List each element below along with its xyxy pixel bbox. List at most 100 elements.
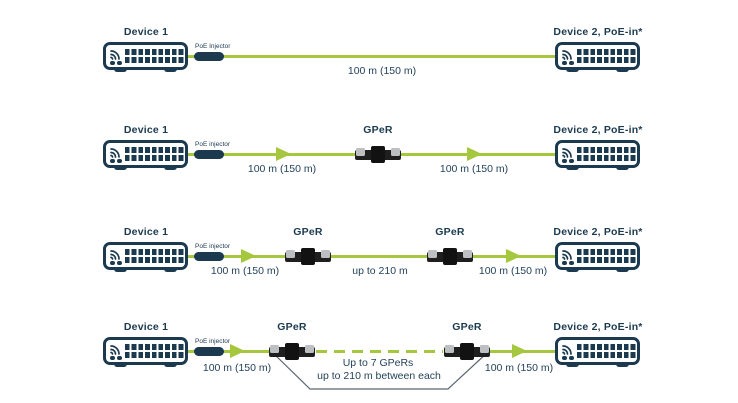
led-dot-icon xyxy=(562,260,567,265)
arrow-right-icon xyxy=(276,147,291,161)
device-2-icon xyxy=(555,140,640,170)
led-dot-icon xyxy=(117,158,122,163)
led-dot-icon xyxy=(569,355,574,360)
ethernet-ports-grid xyxy=(125,49,184,63)
led-dot-icon xyxy=(569,260,574,265)
device-foot xyxy=(616,267,629,272)
device-2-icon xyxy=(555,337,640,367)
gper-connector-cap xyxy=(321,249,330,258)
ethernet-ports-grid xyxy=(125,249,184,263)
ethernet-ports-grid xyxy=(577,249,636,263)
gper-icon xyxy=(444,342,490,360)
gper-label: GPeR xyxy=(452,321,482,333)
device-2-label: Device 2, PoE-in* xyxy=(553,321,643,333)
device-foot xyxy=(114,362,127,367)
device-1-icon xyxy=(103,140,188,170)
led-dot-icon xyxy=(110,158,115,163)
wireless-waves-icon xyxy=(562,250,572,260)
cable-segment xyxy=(188,254,555,258)
wireless-waves-icon xyxy=(110,50,120,60)
poe-injector-icon xyxy=(194,346,224,356)
poe-injector-label: PoE injector xyxy=(195,338,231,345)
wireless-waves-icon xyxy=(562,148,572,158)
led-dot-icon xyxy=(117,260,122,265)
wireless-waves-icon xyxy=(110,148,120,158)
gper-label: GPeR xyxy=(363,124,393,136)
gper-center-block xyxy=(460,342,474,360)
device-foot xyxy=(616,67,629,72)
device-2-icon xyxy=(555,42,640,72)
device-foot xyxy=(164,267,177,272)
ethernet-ports-grid xyxy=(125,147,184,161)
gper-icon xyxy=(427,247,473,265)
led-dot-icon xyxy=(110,60,115,65)
led-dot-icon xyxy=(117,355,122,360)
device-foot xyxy=(566,67,579,72)
gper-center-block xyxy=(301,247,315,265)
gper-center-block xyxy=(371,145,385,163)
distance-label: 100 m (150 m) xyxy=(202,362,272,374)
device-1-icon xyxy=(103,337,188,367)
gper-connector-cap xyxy=(270,344,279,353)
device-foot xyxy=(164,165,177,170)
distance-label: 100 m (150 m) xyxy=(439,163,509,175)
wireless-waves-icon xyxy=(562,50,572,60)
gper-connector-cap xyxy=(445,344,454,353)
ethernet-ports-grid xyxy=(577,49,636,63)
device-2-label: Device 2, PoE-in* xyxy=(553,226,643,238)
wireless-waves-icon xyxy=(110,345,120,355)
cable-segment-dashed xyxy=(316,349,443,353)
device-foot xyxy=(616,362,629,367)
distance-label: 100 m (150 m) xyxy=(484,362,554,374)
device-foot xyxy=(164,362,177,367)
led-dot-icon xyxy=(117,60,122,65)
distance-label: up to 210 m xyxy=(352,265,408,277)
gper-connector-cap xyxy=(305,344,314,353)
led-dot-icon xyxy=(569,158,574,163)
ethernet-ports-grid xyxy=(577,344,636,358)
device-2-label: Device 2, PoE-in* xyxy=(553,26,643,38)
poe-injector-icon xyxy=(194,149,224,159)
gper-connector-cap xyxy=(480,344,489,353)
gper-label: GPeR xyxy=(435,226,465,238)
wireless-waves-icon xyxy=(562,345,572,355)
gper-connector-cap xyxy=(463,249,472,258)
arrow-right-icon xyxy=(506,249,521,263)
led-dot-icon xyxy=(562,60,567,65)
led-dot-icon xyxy=(562,355,567,360)
ethernet-ports-grid xyxy=(125,344,184,358)
annotation-line-1: Up to 7 GPeRs xyxy=(342,357,414,369)
poe-injector-label: PoE injector xyxy=(195,243,231,250)
gper-icon xyxy=(285,247,331,265)
gper-connector-cap xyxy=(356,147,365,156)
device-1-label: Device 1 xyxy=(123,226,169,238)
device-foot xyxy=(566,165,579,170)
gper-connector-cap xyxy=(391,147,400,156)
led-dot-icon xyxy=(569,60,574,65)
device-1-label: Device 1 xyxy=(123,124,169,136)
poe-injector-label: PoE injector xyxy=(195,141,231,148)
gper-icon xyxy=(355,145,401,163)
device-foot xyxy=(164,67,177,72)
distance-label: 100 m (150 m) xyxy=(210,265,280,277)
poe-injector-label: PoE Injector xyxy=(195,43,231,50)
device-1-icon xyxy=(103,242,188,272)
device-1-icon xyxy=(103,42,188,72)
annotation-line-2: up to 210 m between each xyxy=(317,369,441,382)
device-foot xyxy=(114,267,127,272)
gper-label: GPeR xyxy=(277,321,307,333)
device-foot xyxy=(114,165,127,170)
gper-center-block xyxy=(443,247,457,265)
ethernet-ports-grid xyxy=(577,147,636,161)
device-1-label: Device 1 xyxy=(123,26,169,38)
wireless-waves-icon xyxy=(110,250,120,260)
arrow-right-icon xyxy=(230,344,245,358)
gper-center-block xyxy=(285,342,299,360)
poe-injector-icon xyxy=(194,251,224,261)
device-foot xyxy=(566,362,579,367)
distance-label: 100 m (150 m) xyxy=(247,163,317,175)
device-2-icon xyxy=(555,242,640,272)
device-foot xyxy=(566,267,579,272)
gper-label: GPeR xyxy=(293,226,323,238)
